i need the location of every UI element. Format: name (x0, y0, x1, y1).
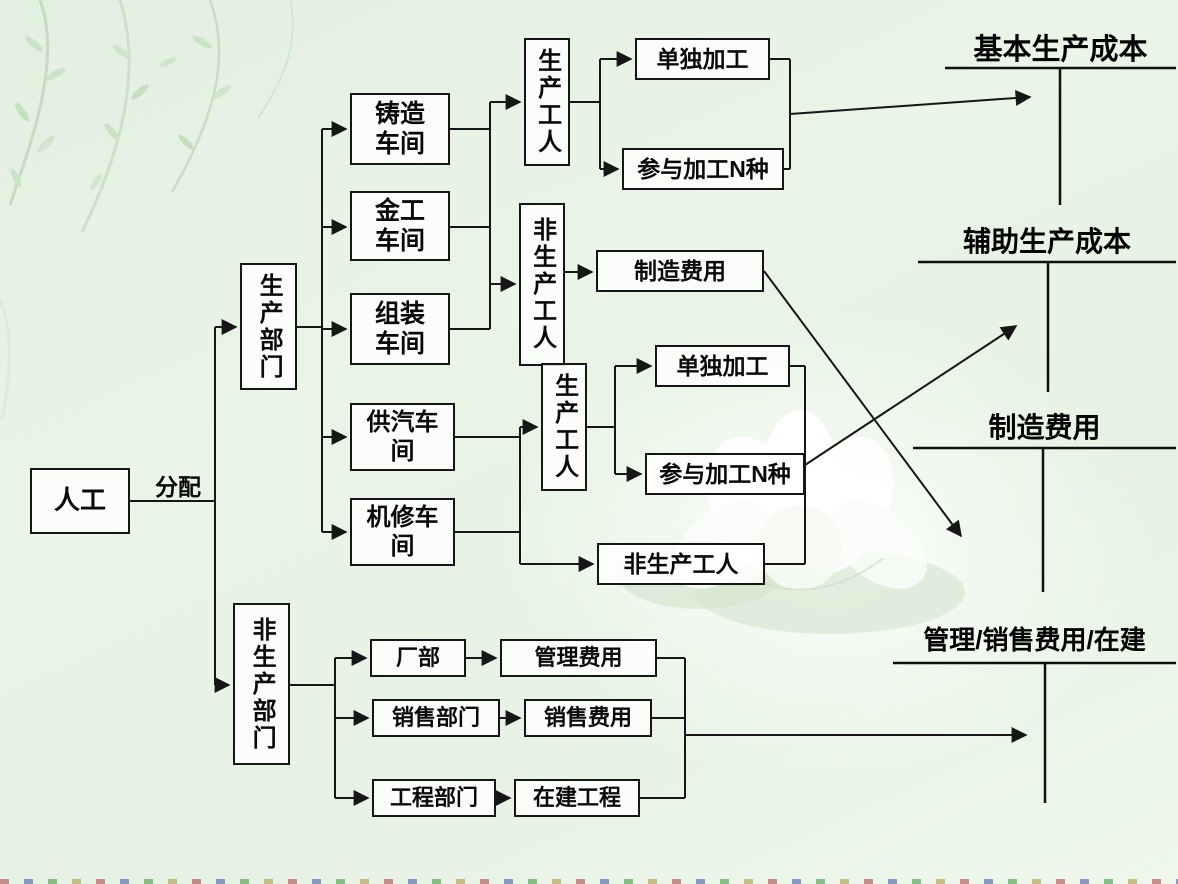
node-labor: 人工 (30, 468, 130, 534)
t-account-lines (893, 66, 1176, 803)
allocate-arrow-label: 分配 (155, 474, 201, 500)
node-construction-in-progress: 在建工程 (514, 779, 640, 817)
node-assembly-workshop: 组装 车间 (350, 293, 450, 365)
node-sales-expenses: 销售费用 (524, 699, 652, 737)
node-production-workers-2: 生产工人 (541, 363, 587, 491)
bottom-color-strip (0, 879, 1178, 884)
t-account-title-auxiliary-production-cost: 辅助生产成本 (962, 226, 1131, 257)
node-machine-repair-workshop: 机修车 间 (350, 498, 455, 566)
node-production-department: 生产部门 (240, 263, 297, 390)
flow-aux-workshops-to-workers (455, 419, 595, 572)
node-nonproduction-workers-1: 非生产工人 (519, 203, 565, 366)
flow-labor-to-departments (130, 319, 238, 693)
node-factory-headquarters: 厂部 (370, 639, 466, 677)
node-engineering-department: 工程部门 (372, 779, 496, 817)
flow-prod-workers2-to-processing (587, 358, 653, 482)
node-steam-supply-workshop: 供汽车 间 (350, 403, 455, 471)
node-nonproduction-workers-2: 非生产工人 (597, 543, 765, 585)
flow-basic-workshops-to-workers (450, 94, 522, 330)
node-admin-expenses: 管理费用 (500, 639, 657, 677)
t-account-title-manufacturing-overhead: 制造费用 (988, 412, 1101, 443)
flow-expenses-to-account (640, 657, 1028, 799)
flow-production-to-workshops (297, 121, 348, 540)
node-production-workers-1: 生产工人 (524, 38, 570, 166)
flow-processing2-to-aux-cost (765, 325, 1018, 565)
flow-prod-workers1-to-processing (570, 51, 633, 177)
flow-processing1-to-basic-cost (770, 58, 1032, 170)
flow-nonproduction-to-departments (290, 650, 370, 806)
node-single-processing-1: 单独加工 (635, 38, 770, 80)
t-account-title-basic-production-cost: 基本生产成本 (973, 34, 1148, 66)
node-sales-department: 销售部门 (372, 699, 500, 737)
willow-branch-decoration (0, 0, 294, 421)
node-multi-processing-2: 参与加工N种 (645, 453, 805, 495)
flow-departments-to-expenses (466, 650, 522, 806)
node-manufacturing-overhead: 制造费用 (596, 250, 764, 292)
node-multi-processing-1: 参与加工N种 (622, 148, 784, 190)
node-nonproduction-department: 非生产部门 (233, 603, 290, 765)
node-single-processing-2: 单独加工 (655, 345, 790, 387)
node-casting-workshop: 铸造 车间 (350, 93, 450, 165)
node-metalwork-workshop: 金工 车间 (350, 191, 450, 261)
flow-overhead-box-to-overhead-account (763, 270, 962, 538)
t-account-title-admin-sales-cip: 管理/销售费用/在建 (923, 625, 1146, 655)
